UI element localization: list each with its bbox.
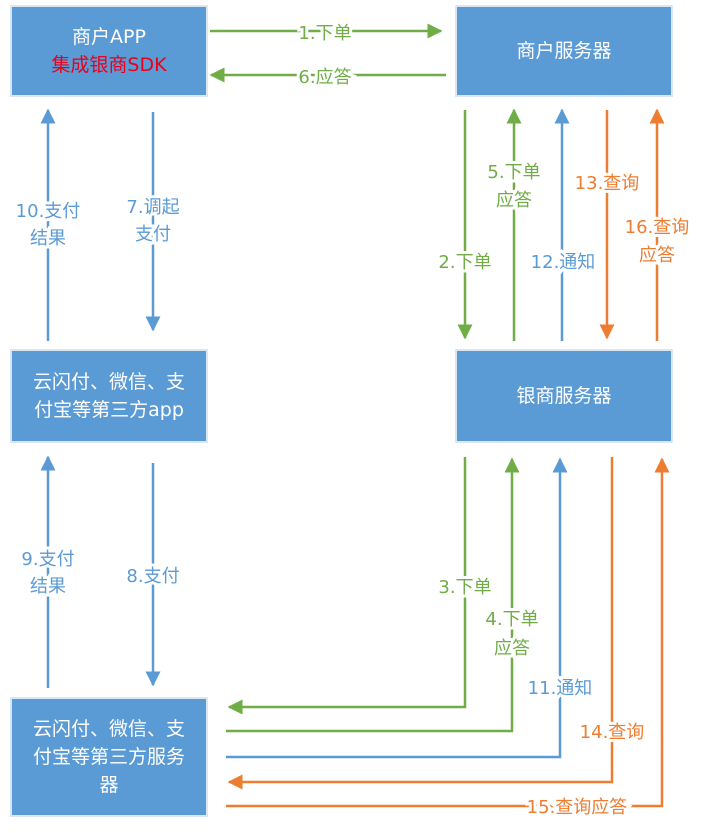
label-10-line2: 结果 [30, 228, 66, 249]
third-party-server-line3: 器 [99, 774, 119, 796]
label-6: 6.应答 [298, 67, 351, 88]
merchant-app-title: 商户APP [72, 26, 146, 48]
label-5-line1: 5.下单 [487, 162, 540, 183]
label-4-line1: 4.下单 [485, 609, 538, 630]
third-party-app-line1: 云闪付、微信、支 [32, 371, 185, 393]
label-14: 14.查询 [580, 722, 645, 743]
label-12: 12.通知 [531, 252, 596, 273]
arrow-4-order-response [226, 457, 520, 733]
label-7-line2: 支付 [135, 224, 171, 245]
merchant-server-box: 商户服务器 [455, 5, 673, 97]
label-7-line1: 7.调起 [126, 197, 179, 218]
label-13: 13.查询 [575, 173, 640, 194]
unionpay-server-label: 银商服务器 [516, 385, 612, 407]
label-8: 8.支付 [126, 566, 179, 587]
label-15: 15.查询应答 [527, 797, 628, 818]
sdk-label: 集成银商SDK [51, 54, 167, 76]
label-10-line1: 10.支付 [16, 201, 81, 222]
label-11: 11.通知 [528, 678, 593, 699]
arrow-15-query-response [226, 457, 670, 808]
label-9-line2: 结果 [30, 576, 66, 597]
arrow-3-order [227, 457, 467, 715]
label-16-line2: 应答 [639, 245, 675, 266]
merchant-server-label: 商户服务器 [516, 40, 612, 62]
arrow-11-notify [226, 457, 568, 759]
merchant-app-box: 商户APP 集成银商SDK [10, 5, 208, 97]
third-party-app-line2: 付宝等第三方app [34, 399, 184, 421]
unionpay-server-box: 银商服务器 [455, 349, 673, 443]
third-party-app-box: 云闪付、微信、支 付宝等第三方app [10, 349, 208, 443]
arrow-14-query [227, 457, 614, 790]
label-16-line1: 16.查询 [625, 217, 690, 238]
label-9-line1: 9.支付 [21, 549, 74, 570]
third-party-server-box: 云闪付、微信、支 付宝等第三方服务 器 [10, 697, 208, 817]
label-4-line2: 应答 [494, 638, 530, 659]
third-party-server-line2: 付宝等第三方服务 [32, 746, 185, 768]
label-2: 2.下单 [438, 252, 491, 273]
label-5-line2: 应答 [496, 190, 532, 211]
label-3: 3.下单 [438, 577, 491, 598]
label-1: 1.下单 [298, 23, 351, 44]
third-party-server-line1: 云闪付、微信、支 [32, 718, 185, 740]
